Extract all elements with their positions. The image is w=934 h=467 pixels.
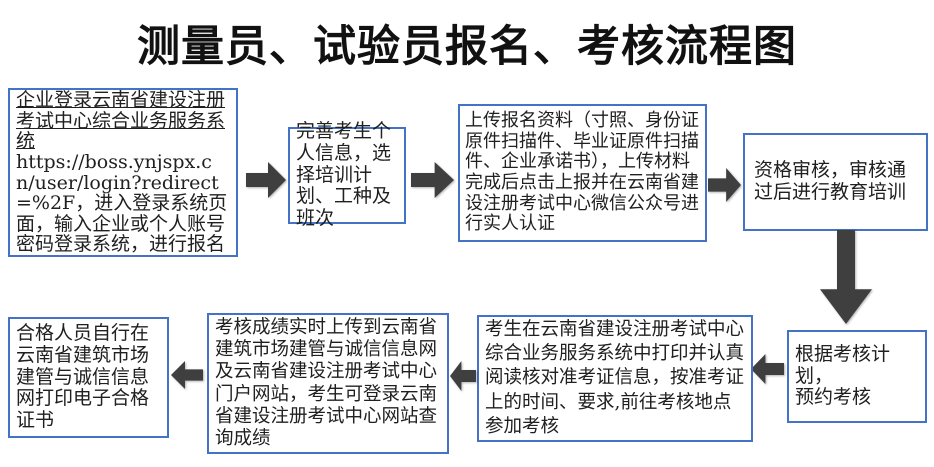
- step1-box: 企业登录云南省建设注册考试中心综合业务服务系统 https://boss.ynj…: [8, 88, 238, 257]
- arrow-right-3-icon: [708, 168, 741, 202]
- page-title: 测量员、试验员报名、考核流程图: [137, 22, 797, 72]
- arrow-right-2-icon: [411, 162, 454, 198]
- step5-text: 根据考核计划， 预约考核: [795, 342, 891, 409]
- step1-description: https://boss.ynjspx.cn/user/login?redire…: [16, 150, 228, 256]
- arrow-left-1-icon: [751, 354, 784, 384]
- system-login-link[interactable]: 企业登录云南省建设注册考试中心综合业务服务系统: [16, 89, 226, 153]
- step2-box: 完善考生个人信息，选择培训计划、工种及班次: [288, 120, 406, 229]
- step2-text: 完善考生个人信息，选择培训计划、工种及班次: [296, 119, 392, 230]
- arrow-left-2-icon: [450, 361, 476, 391]
- step6-box: 考生在云南省建设注册考试中心综合业务服务系统中打印并认真阅读核对准考证信息，按准…: [477, 315, 753, 442]
- step1-text: 企业登录云南省建设注册考试中心综合业务服务系统 https://boss.ynj…: [10, 89, 236, 255]
- arrow-right-1-icon: [246, 162, 286, 198]
- step3-box: 上传报名资料（寸照、身份证原件扫描件、毕业证原件扫描件、企业承诺书），上传材料完…: [458, 104, 707, 242]
- step3-text: 上传报名资料（寸照、身份证原件扫描件、毕业证原件扫描件、企业承诺书），上传材料完…: [465, 109, 699, 235]
- step4-box: 资格审核，审核通过后进行教育培训: [743, 133, 928, 231]
- step5-box: 根据考核计划， 预约考核: [787, 330, 927, 423]
- step6-text: 考生在云南省建设注册考试中心综合业务服务系统中打印并认真阅读核对准考证信息，按准…: [485, 319, 745, 437]
- step8-box: 合格人员自行在云南省建筑市场建管与诚信信息网打印电子合格证书: [8, 317, 169, 438]
- step7-box: 考核成绩实时上传到云南省建筑市场建管与诚信信息网及云南省建设注册考试中心门户网站…: [207, 313, 449, 454]
- step8-text: 合格人员自行在云南省建筑市场建管与诚信信息网打印电子合格证书: [16, 321, 150, 432]
- arrow-left-3-icon: [171, 361, 203, 389]
- step7-text: 考核成绩实时上传到云南省建筑市场建管与诚信信息网及云南省建设注册考试中心门户网站…: [215, 316, 438, 449]
- step4-text: 资格审核，审核通过后进行教育培训: [754, 159, 907, 203]
- arrow-down-icon: [820, 230, 872, 324]
